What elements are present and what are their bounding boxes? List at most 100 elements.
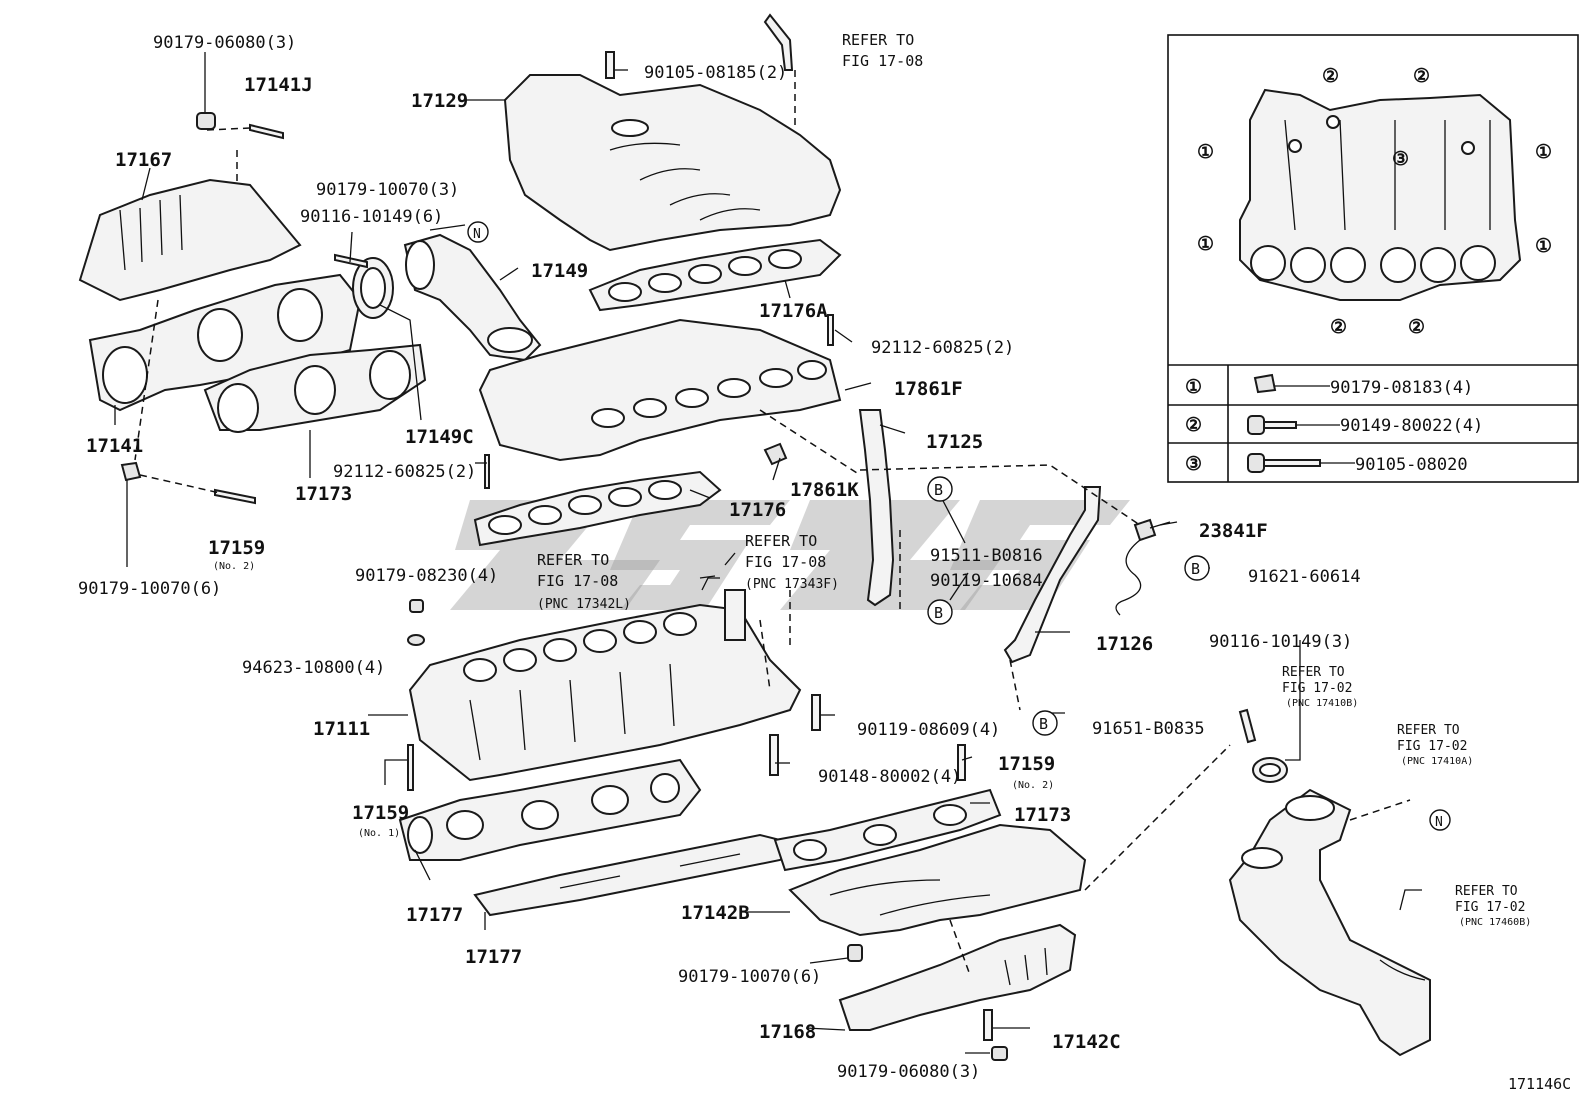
label-refer-460B-3: (PNC 17460B) [1459,917,1531,928]
diagram-text: 90179-08183(4) [1330,378,1473,398]
inset-row-3: ③ 90105-08020 [1185,453,1468,475]
label-refer-342-1: REFER TO [537,551,609,569]
gasket-17177-lower [473,833,803,917]
exhaust-manifold-17142B [788,823,1087,937]
diagram-text: ③ [1392,148,1409,170]
label-17141J: 17141J [244,74,313,96]
label-90179-06080-top: 90179-06080(3) [153,33,296,53]
label-17177-b: 17177 [465,946,522,968]
label-91511-B0816: 91511-B0816 [930,546,1043,566]
label-refer-342-2: FIG 17-08 [537,572,618,590]
intake-manifold-17111 [408,589,802,782]
label-no2-left: (No. 2) [213,561,255,572]
label-17111: 17111 [313,718,370,740]
diagram-text: ① [1535,235,1552,257]
label-17129: 17129 [411,90,468,112]
label-90179-10070-3: 90179-10070(3) [316,180,459,200]
front-exhaust-pipe [1228,788,1431,1057]
diagram-text: ② [1413,65,1430,87]
label-17125: 17125 [926,431,983,453]
label-91621-60614: 91621-60614 [1248,567,1361,587]
gasket-17176A [588,238,842,312]
diagram-text: ① [1185,376,1202,398]
label-refer-410A-3: (PNC 17410A) [1401,756,1473,767]
label-17159-left: 17159 [208,537,265,559]
label-refer-342-3: (PNC 17342L) [537,597,631,612]
diagram-text: 90105-08020 [1355,455,1468,475]
label-17168: 17168 [759,1021,816,1043]
manifold-stay-17126 [1003,486,1102,664]
diagram-text: B [1039,715,1048,733]
diagram-id: 171146C [1508,1075,1571,1093]
marker-b-3: B [1184,555,1210,581]
label-17861K: 17861K [790,479,859,501]
label-refer-410A-1: REFER TO [1397,723,1460,738]
label-17176A: 17176A [759,300,828,322]
marker-n-1: N [467,221,489,243]
label-refer-343-3: (PNC 17343F) [745,577,839,592]
heat-insulator-17167 [78,178,302,302]
label-90119-08609: 90119-08609(4) [857,720,1000,740]
label-17177-a: 17177 [406,904,463,926]
gasket-17176 [473,470,722,547]
inset-manifold-drawing [1239,88,1522,301]
diagram-text: ② [1185,414,1202,436]
heat-insulator-17168 [838,923,1077,1031]
label-17173-mid: 17173 [1014,804,1071,826]
label-refer-top-2: FIG 17-08 [842,52,923,70]
label-refer-410B-1: REFER TO [1282,665,1345,680]
bottom-fasteners [847,944,1008,1061]
marker-n-2: N [1429,809,1451,831]
label-90179-10070-6-left: 90179-10070(6) [78,579,221,599]
inset-panel: ① ① ① ① ② ② ② ② ③ ① 90179-08183(4) ② 901… [1167,34,1579,483]
label-90179-10070-6-bottom: 90179-10070(6) [678,967,821,987]
label-92112-60825-left: 92112-60825(2) [333,462,476,482]
marker-b-4: B [1032,710,1058,736]
label-17142C: 17142C [1052,1031,1121,1053]
label-17861F: 17861F [894,378,963,400]
label-17126: 17126 [1096,633,1153,655]
marker-b-1: B [927,476,953,502]
label-90179-06080-bottom: 90179-06080(3) [837,1062,980,1082]
label-90119-10684: 90119-10684 [930,571,1043,591]
diagram-text: ③ [1185,453,1202,475]
leader-lines [114,52,1422,1054]
gasket-ring-17149C [352,257,394,319]
label-no1-low: (No. 1) [358,828,400,839]
part-labels: 90179-06080(3) 17141J 17167 90179-10070(… [78,31,1571,1093]
exhaust-manifold-left-17141 [88,273,362,412]
label-90148-80002: 90148-80002(4) [818,767,961,787]
label-17159-low: 17159 [352,802,409,824]
inset-callout-markers: ① ① ① ① ② ② ② ② ③ [1197,65,1552,338]
label-17149C: 17149C [405,426,474,448]
label-90179-08230: 90179-08230(4) [355,566,498,586]
diagram-text: ② [1408,316,1425,338]
diagram-text: ① [1197,141,1214,163]
diagram-text: ① [1197,233,1214,255]
label-refer-343-2: FIG 17-08 [745,553,826,571]
marker-b-2: B [927,599,953,625]
label-17142B: 17142B [681,902,750,924]
label-refer-460B-2: FIG 17-02 [1455,900,1525,915]
label-refer-top-1: REFER TO [842,31,914,49]
label-refer-460B-1: REFER TO [1455,884,1518,899]
inset-table: ① 90179-08183(4) ② 90149-80022(4) ③ 9010… [1185,373,1483,475]
nut-stud-left-parts [120,112,490,505]
exhaust-pipe-17149 [403,233,542,362]
label-refer-343-1: REFER TO [745,532,817,550]
small-fasteners-center [407,599,966,791]
gasket-ring-right [1238,708,1288,783]
gasket-17173-right [773,788,1002,872]
label-refer-410B-2: FIG 17-02 [1282,681,1352,696]
diagram-text: B [1191,560,1200,578]
gasket-17173-left [203,343,427,433]
diagram-text: N [1435,815,1443,830]
label-90116-10149-6: 90116-10149(6) [300,207,443,227]
label-92112-60825-right: 92112-60825(2) [871,338,1014,358]
label-90105-08185: 90105-08185(2) [644,63,787,83]
inset-row-1: ① 90179-08183(4) [1185,373,1473,398]
label-23841F: 23841F [1199,520,1268,542]
diagram-text: B [934,481,943,499]
